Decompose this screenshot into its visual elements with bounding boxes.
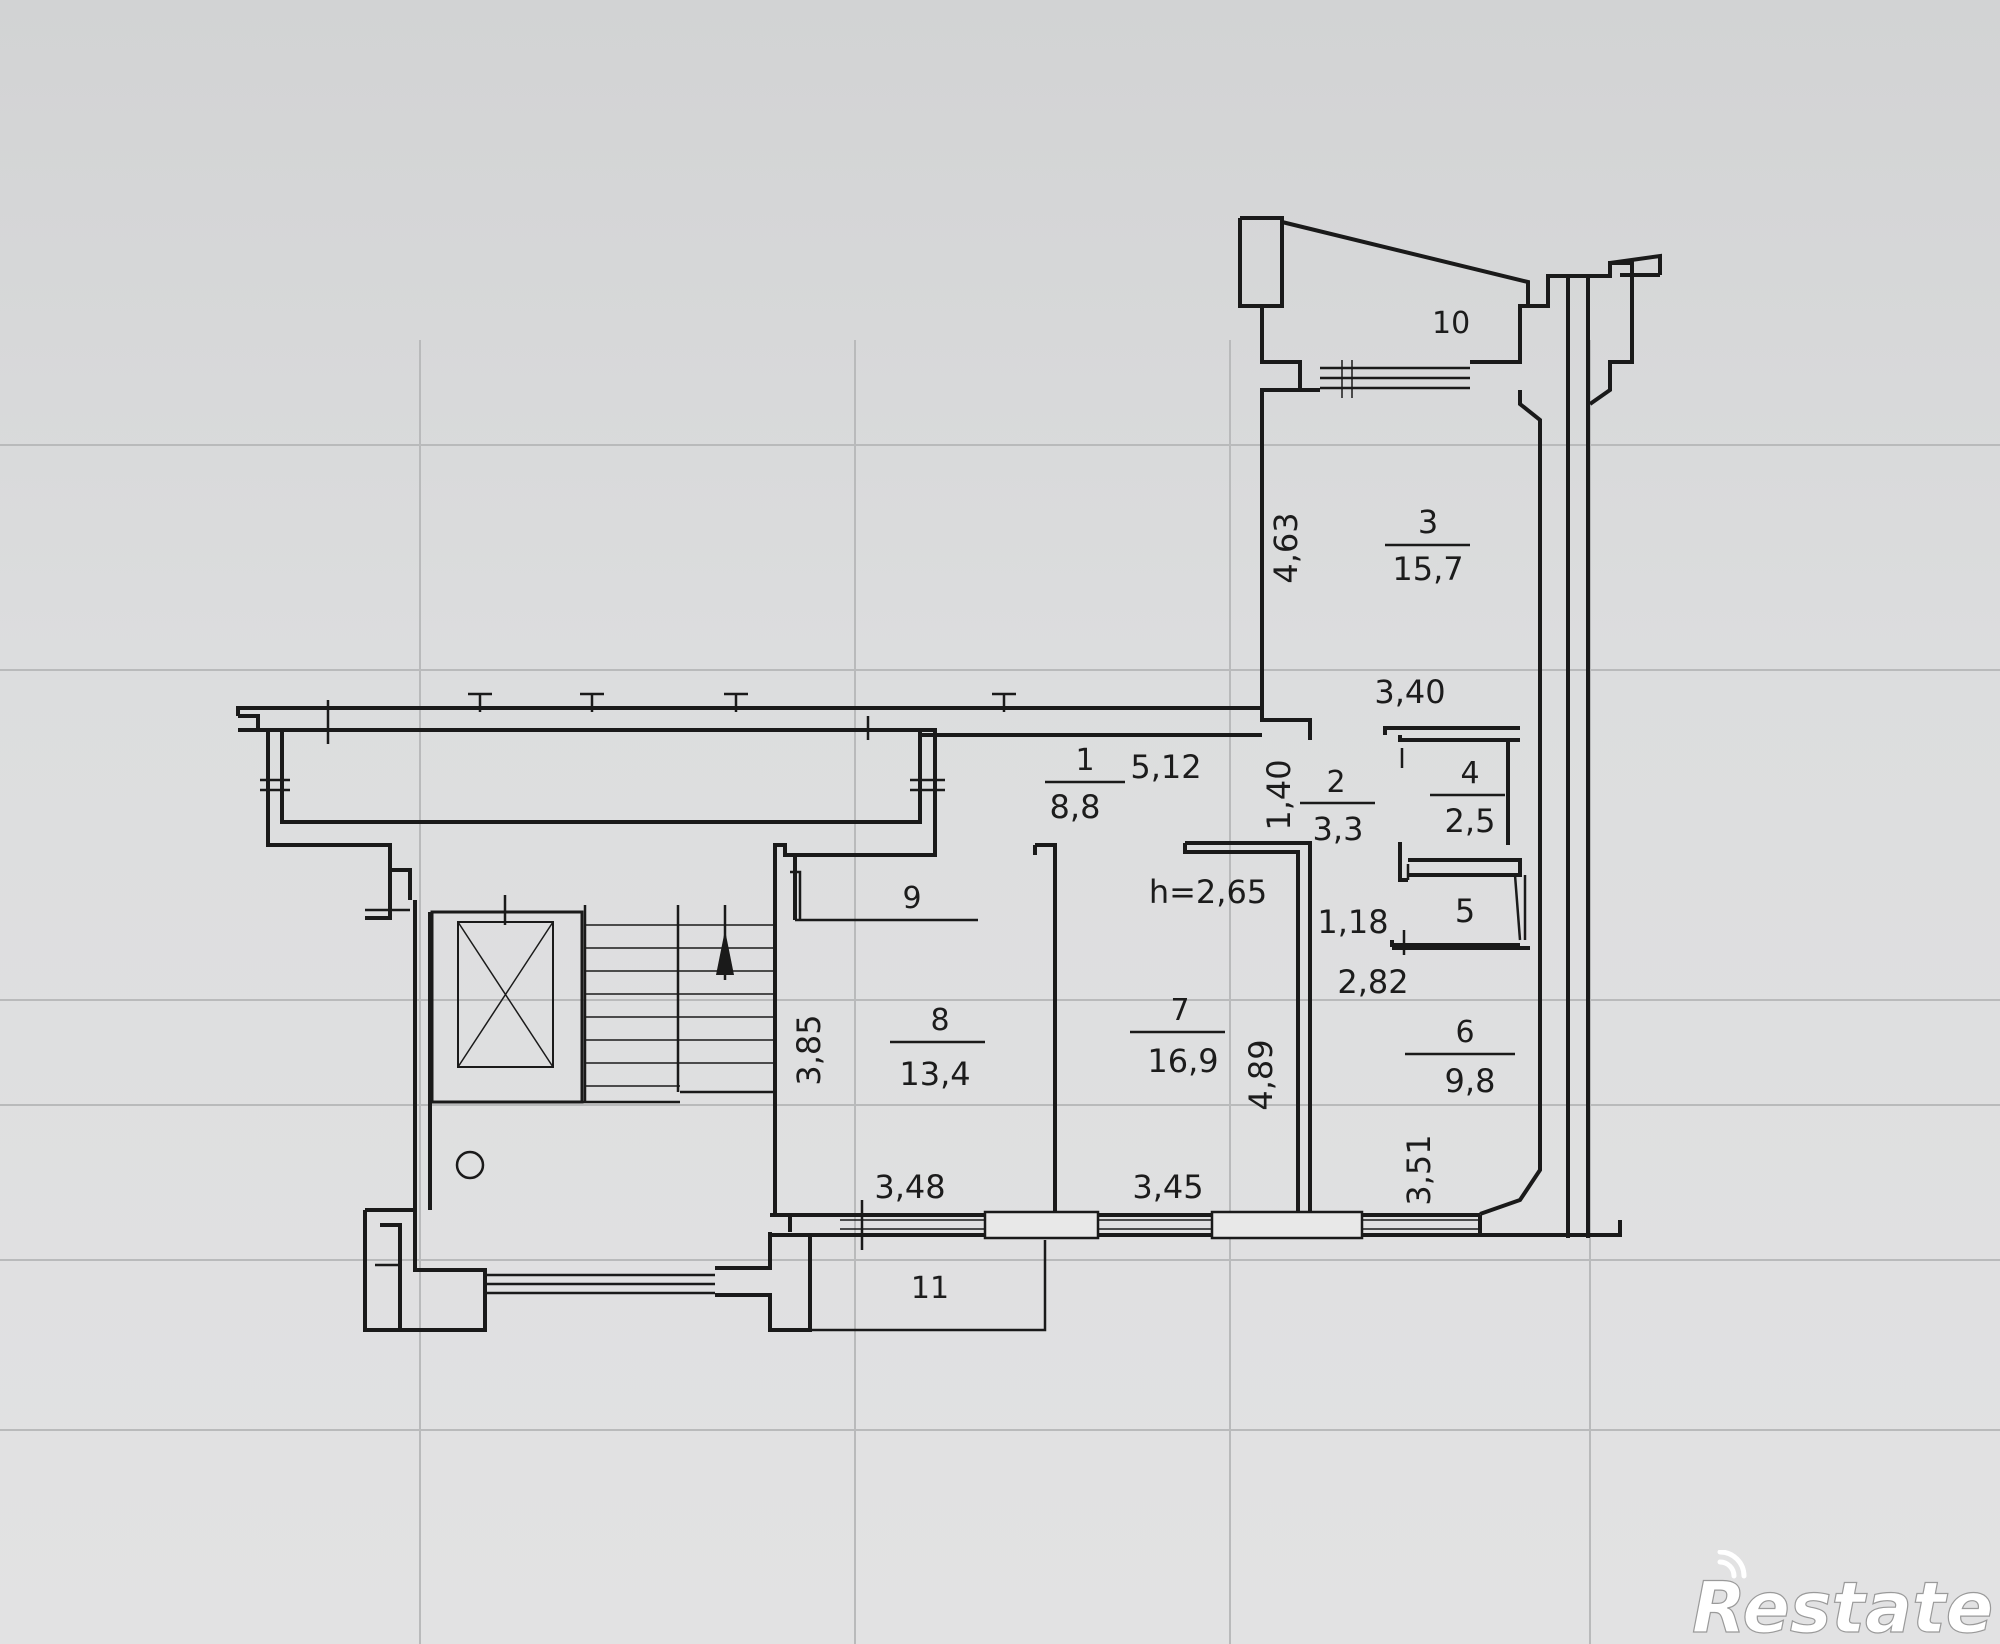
stairwell xyxy=(363,870,1047,1332)
room-2-number: 2 xyxy=(1326,765,1345,800)
dim-3-40: 3,40 xyxy=(1374,673,1445,711)
balcony-10 xyxy=(1238,216,1662,1238)
room-4-number: 4 xyxy=(1460,756,1479,791)
drain-icon xyxy=(455,1150,485,1180)
room-8-number: 8 xyxy=(930,1003,949,1038)
dim-4-63: 4,63 xyxy=(1267,512,1305,583)
restate-logo-text: Restate xyxy=(1692,1567,1993,1640)
room-11-number: 11 xyxy=(911,1271,949,1306)
dim-3-45: 3,45 xyxy=(1132,1168,1203,1206)
room-7-number: 7 xyxy=(1170,993,1189,1028)
dimension-labels: 4,63 3,40 5,12 1,40 h=2,65 1,18 2,82 3,8… xyxy=(790,512,1446,1206)
room-7-area: 16,9 xyxy=(1147,1042,1218,1080)
dim-5-12: 5,12 xyxy=(1130,748,1201,786)
room-6-area: 9,8 xyxy=(1445,1062,1496,1100)
room-4-area: 2,5 xyxy=(1445,802,1496,840)
apartment-walls xyxy=(236,388,1622,1250)
dim-3-85: 3,85 xyxy=(790,1014,828,1085)
room-1-area: 8,8 xyxy=(1050,788,1101,826)
dim-3-48: 3,48 xyxy=(874,1168,945,1206)
room-10-number: 10 xyxy=(1432,306,1470,341)
room-8-area: 13,4 xyxy=(899,1055,970,1093)
room-5-number: 5 xyxy=(1455,892,1475,930)
dim-1-40: 1,40 xyxy=(1260,759,1298,830)
room-labels: 10 3 15,7 1 8,8 2 3,3 4 2,5 5 6 9,8 7 16… xyxy=(890,306,1515,1306)
dim-h-2-65: h=2,65 xyxy=(1149,873,1267,911)
room-3-number: 3 xyxy=(1418,503,1438,541)
dim-2-82: 2,82 xyxy=(1337,963,1408,1001)
room-6-number: 6 xyxy=(1455,1015,1474,1050)
room-1-number: 1 xyxy=(1075,743,1094,778)
paper-grid xyxy=(0,340,2000,1644)
dim-4-89: 4,89 xyxy=(1242,1039,1280,1110)
room-9-number: 9 xyxy=(902,881,921,916)
dim-1-18: 1,18 xyxy=(1317,903,1388,941)
room-2-area: 3,3 xyxy=(1313,810,1364,848)
dim-3-51: 3,51 xyxy=(1400,1134,1438,1205)
restate-logo: Restate xyxy=(1691,1550,1994,1640)
stair-steps xyxy=(432,905,775,1104)
room-3-area: 15,7 xyxy=(1392,550,1463,588)
